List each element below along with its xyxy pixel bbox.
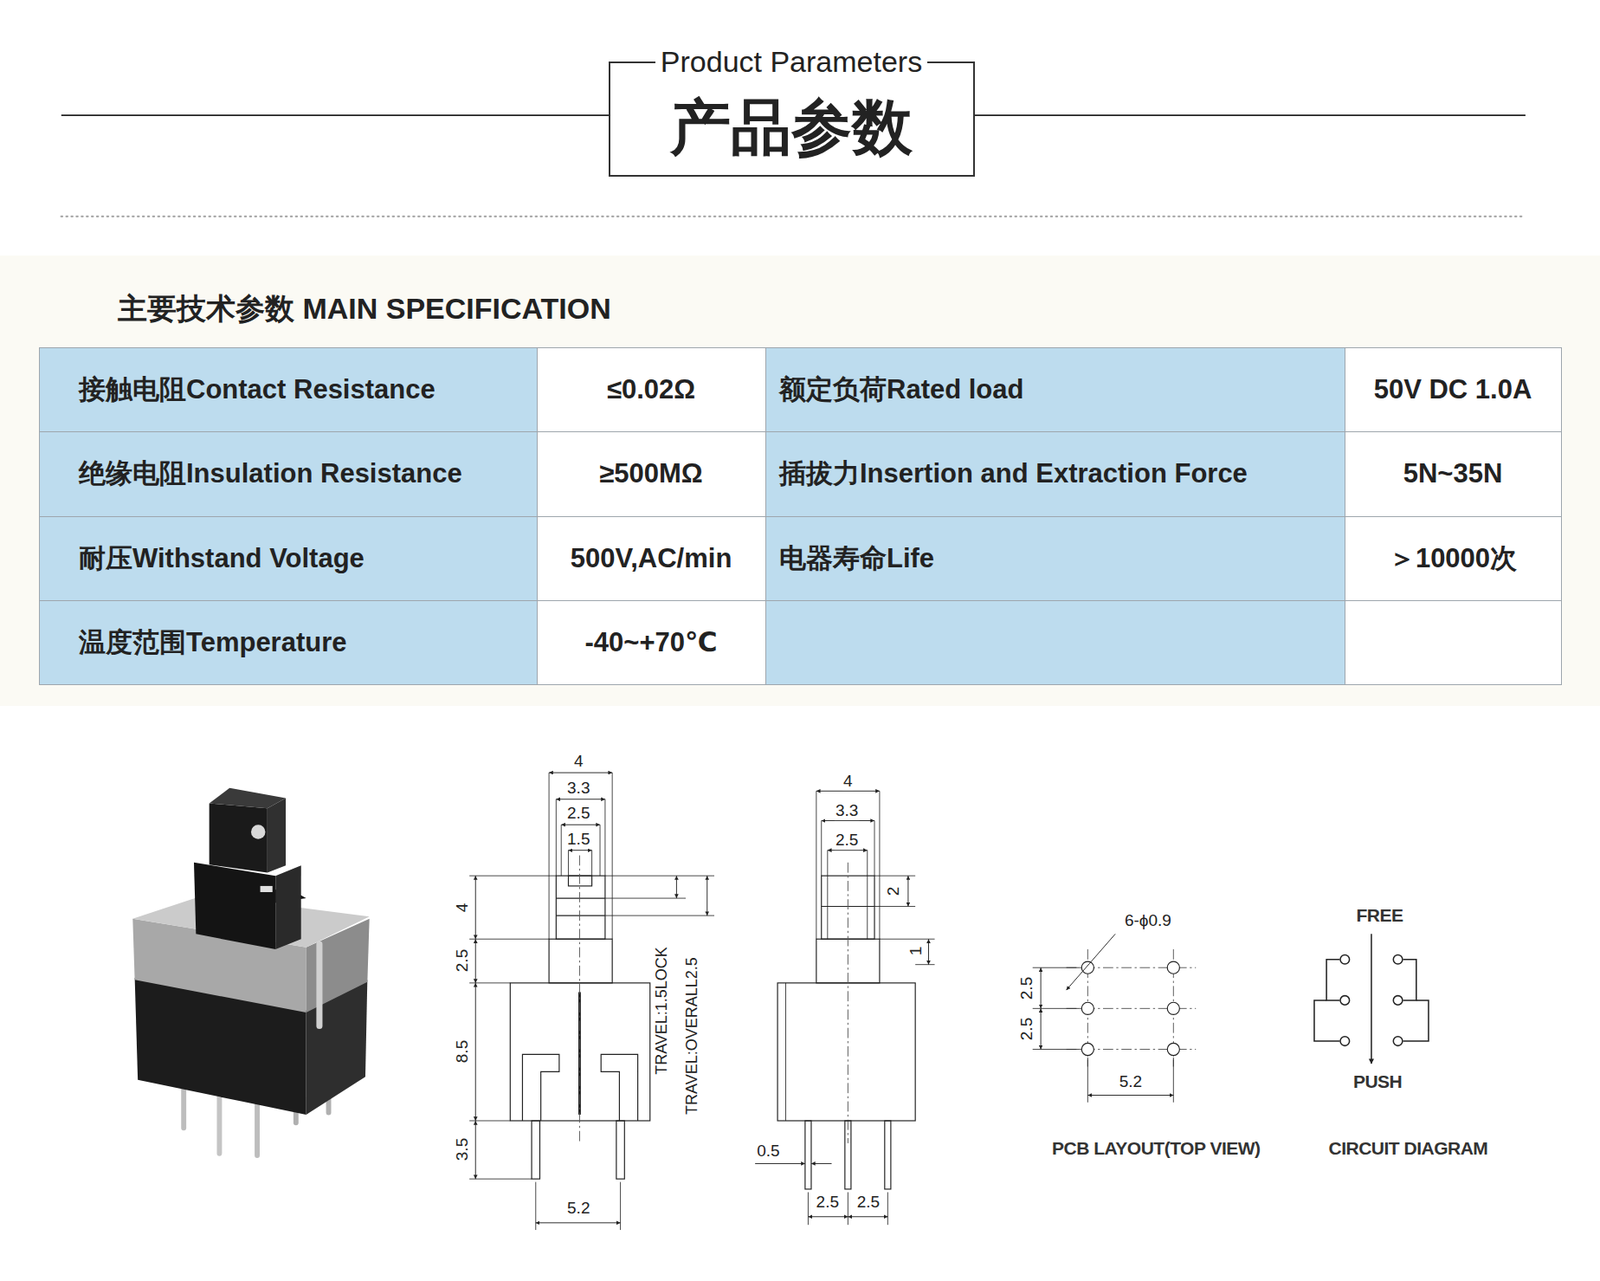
dimension-label: 4 [452,901,472,913]
spec-value: 500V,AC/min [570,542,733,575]
caption-label: CIRCUIT DIAGRAM [1329,1137,1489,1159]
spec-name: 额定负荷Rated load [779,374,1024,406]
dimension-label: 8.5 [452,1038,472,1064]
dimension-label: 2.5 [1017,1016,1037,1041]
dimension-label: 5.2 [566,1199,591,1219]
dimension-label: 1.5 [566,829,591,849]
dimension-label: 2.5 [815,1192,840,1212]
dimension-label: 0.5 [755,1141,781,1162]
spec-value: ≤0.02Ω [606,374,696,406]
dimension-label: 1 [906,945,926,957]
spec-value: 5N~35N [1403,458,1504,490]
dimension-label: 2 [884,885,904,897]
spec-name: 接触电阻Contact Resistance [78,374,436,406]
table-cell [1344,600,1562,685]
pcb-layout-drawing [1032,933,1197,1102]
dimension-label: 2.5 [566,803,591,823]
dimension-label: 2.5 [1017,975,1037,1000]
spec-value: -40~+70℃ [584,626,717,659]
dimension-label: 2.5 [834,830,859,850]
dimension-label: 3.3 [566,778,591,798]
title-english: Product Parameters [655,45,928,79]
spec-value: ＞10000次 [1388,542,1517,575]
travel-note: TRAVEL:OVERALL2.5 [683,956,702,1115]
spec-value: ≥500MΩ [599,458,703,490]
caption-label: PCB LAYOUT(TOP VIEW) [1051,1137,1260,1159]
dimension-label: 3.3 [834,800,859,820]
spec-name: 绝缘电阻Insulation Resistance [78,458,463,490]
spec-name: 插拔力Insertion and Extraction Force [779,458,1248,490]
dimension-label: 3.5 [452,1136,472,1162]
dimension-label: 2.5 [452,948,472,973]
dimension-label: 2.5 [856,1192,881,1212]
spec-name: 耐压Withstand Voltage [78,542,365,575]
table-cell [765,600,1346,685]
title-box: Product Parameters产品参数 [608,61,975,177]
dimension-label: 6-ϕ0.9 [1123,910,1173,930]
section-heading: 主要技术参数 MAIN SPECIFICATION [117,291,612,326]
side-view-drawing [754,790,935,1225]
dimension-label: 4 [573,751,585,771]
caption-label: FREE [1355,904,1403,926]
front-view-drawing [469,772,715,1230]
switch-photo [132,787,369,1155]
spec-name: 电器寿命Life [779,542,935,575]
travel-note: TRAVEL:1.5LOCK [651,946,671,1075]
spec-name: 温度范围Temperature [78,626,348,659]
dimension-label: 4 [842,771,854,791]
circuit-diagram-symbol [1314,933,1429,1064]
dimension-label: 5.2 [1118,1071,1143,1091]
title-chinese: 产品参数 [670,92,913,163]
spec-value: 50V DC 1.0A [1374,374,1533,406]
caption-label: PUSH [1353,1070,1402,1092]
